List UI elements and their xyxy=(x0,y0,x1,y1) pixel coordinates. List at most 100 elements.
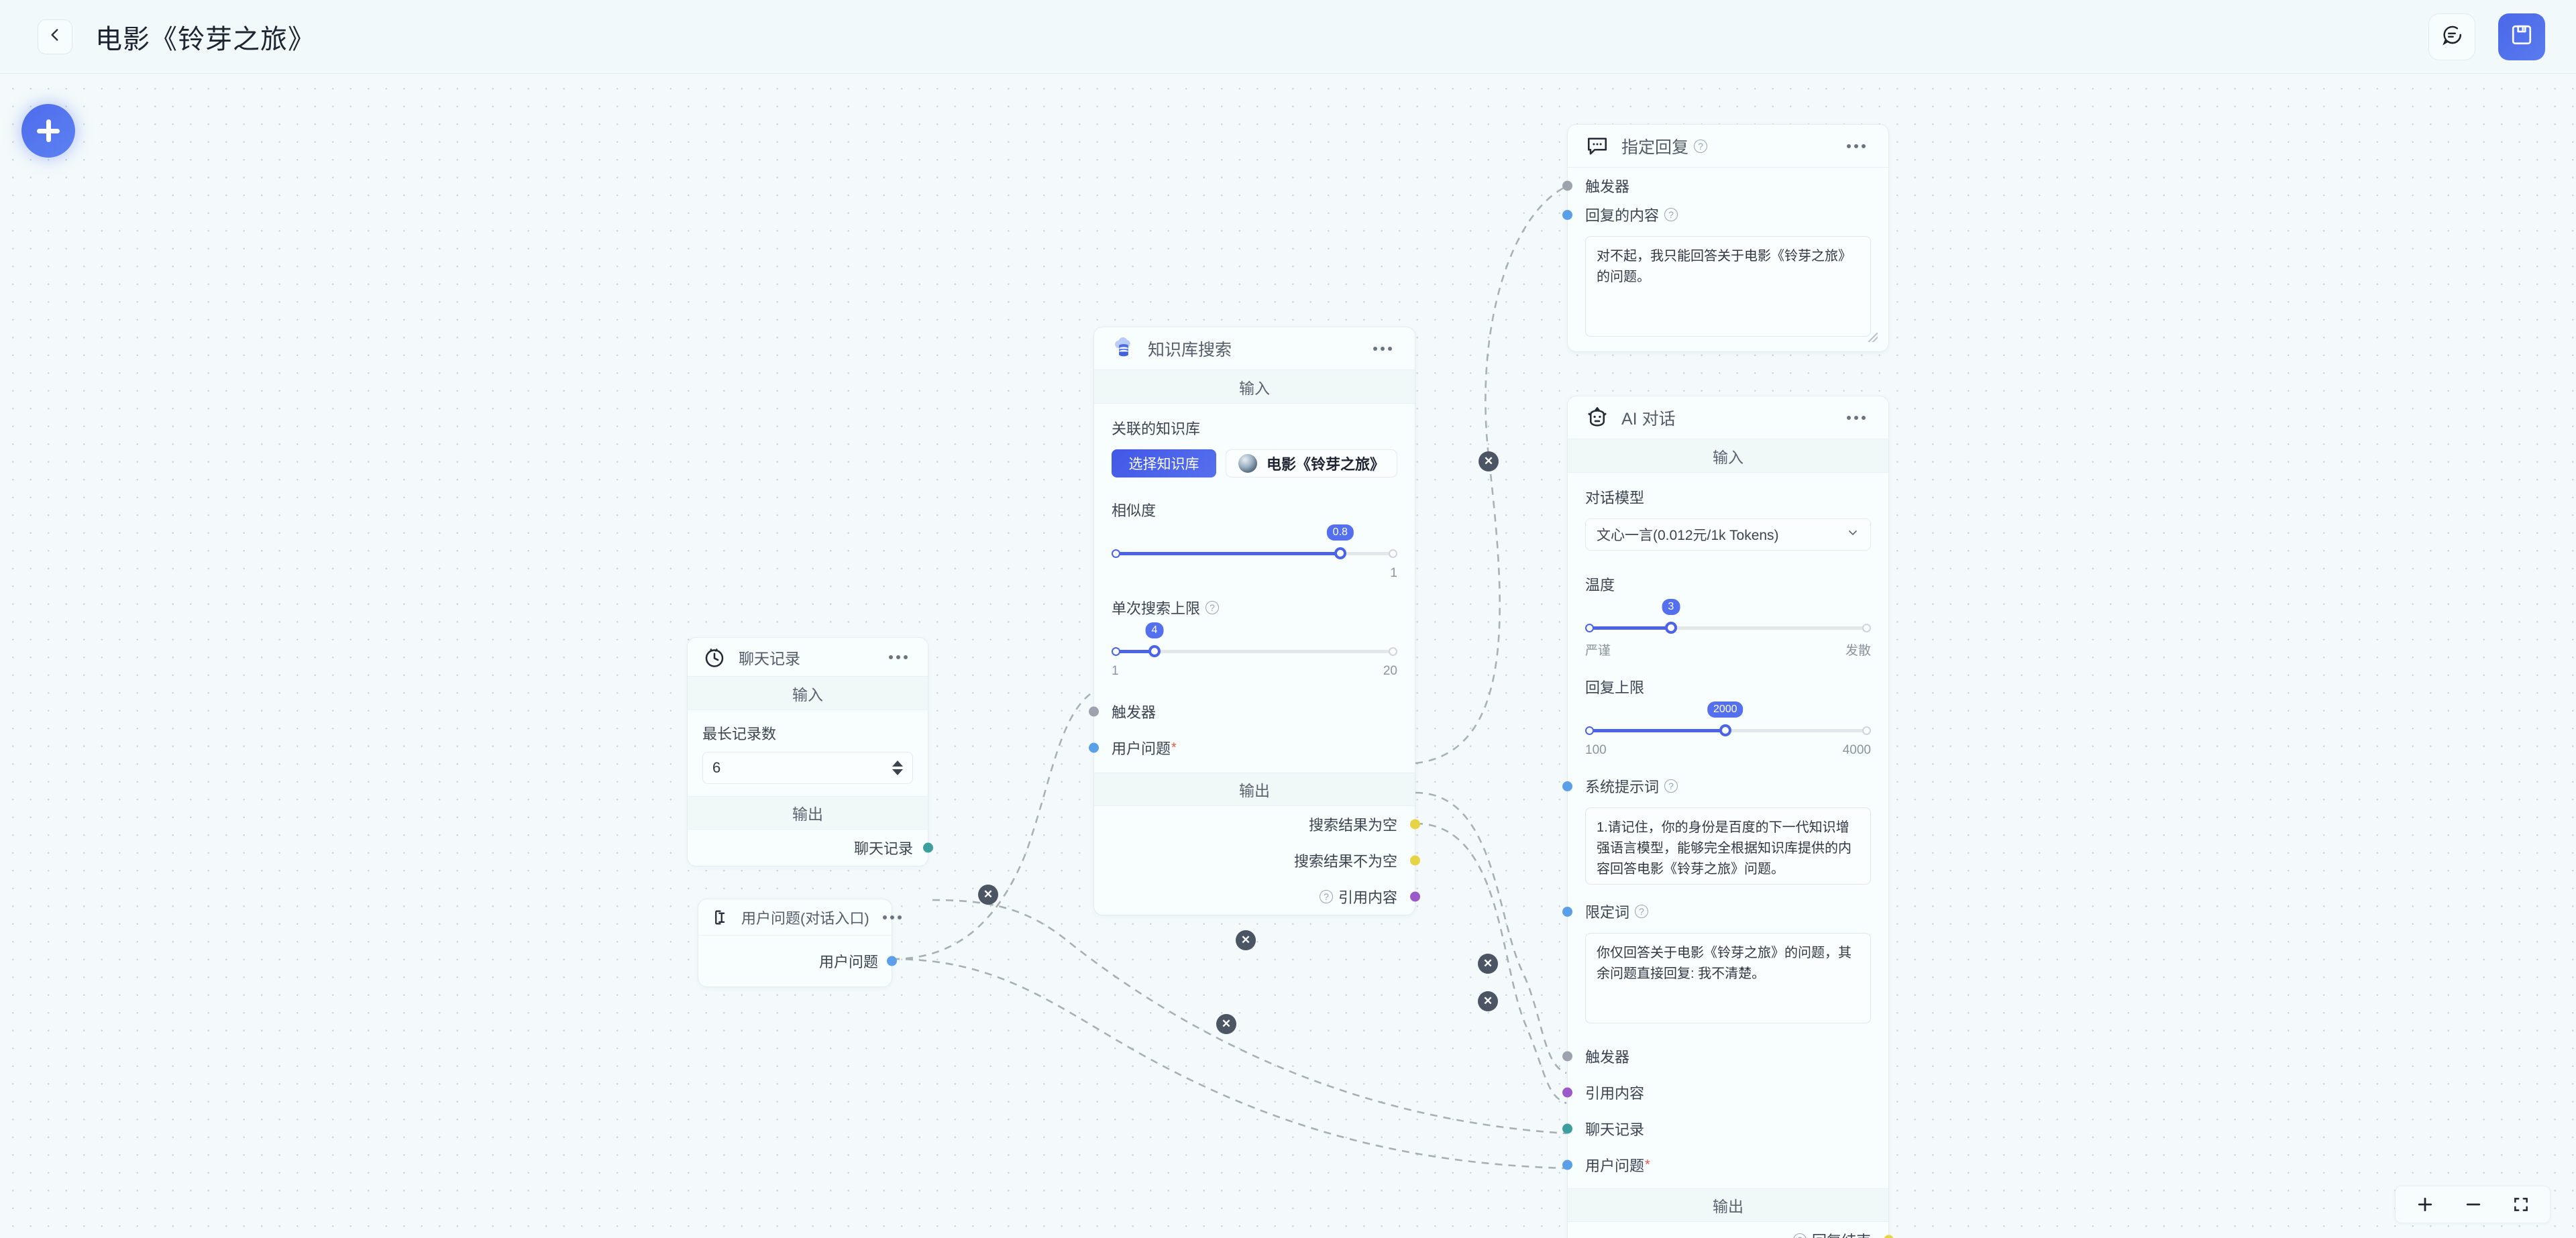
port-dot-user-question[interactable] xyxy=(1089,742,1099,753)
temperature-value-bubble: 3 xyxy=(1662,599,1680,615)
field-label-kb: 关联的知识库 xyxy=(1112,420,1201,437)
port-dot-chat-log-out[interactable] xyxy=(923,842,933,853)
port-dot-quote[interactable] xyxy=(1410,891,1420,902)
port-chat-log[interactable]: 聊天记录 xyxy=(1562,1111,1888,1147)
port-dot-limit-word[interactable] xyxy=(1562,907,1572,917)
port-label: 用户问题 xyxy=(1585,1158,1645,1174)
node-title: 聊天记录 xyxy=(739,649,800,667)
arrow-up-icon[interactable] xyxy=(892,761,903,767)
port-dot-quote[interactable] xyxy=(1562,1087,1572,1098)
similarity-slider[interactable]: 0.8 xyxy=(1112,524,1397,559)
chat-button[interactable] xyxy=(2428,13,2475,60)
limit-slider[interactable]: 4 xyxy=(1112,622,1397,657)
port-trigger[interactable]: 触发器 xyxy=(1562,1038,1888,1074)
port-quote[interactable]: ? 引用内容 xyxy=(1094,879,1420,915)
node-menu-button[interactable] xyxy=(877,910,907,925)
save-button[interactable] xyxy=(2498,13,2545,60)
port-dot-reply-content[interactable] xyxy=(1562,210,1572,220)
port-trigger[interactable]: 触发器 xyxy=(1089,693,1415,730)
zoom-in-button[interactable] xyxy=(2416,1195,2434,1214)
node-menu-button[interactable] xyxy=(1841,410,1871,425)
limit-max-label: 20 xyxy=(1383,664,1397,678)
max-records-stepper[interactable]: 6 xyxy=(702,752,913,784)
output-section-band: 输出 xyxy=(688,796,928,830)
port-result-not-empty[interactable]: 搜索结果不为空 xyxy=(1094,842,1420,879)
node-specified-reply[interactable]: 指定回复 ? 触发器 回复的内容 ? 对不起，我只能回答关于电影《铃芽之旅》的问… xyxy=(1562,124,1889,352)
port-dot-result-not-empty[interactable] xyxy=(1410,855,1420,866)
resize-grip-icon[interactable] xyxy=(1868,333,1878,342)
edge-chatlog-to-ai xyxy=(932,899,1567,1135)
port-quote[interactable]: 引用内容 xyxy=(1562,1074,1888,1111)
node-user-question[interactable]: 用户问题(对话入口) 用户问题 xyxy=(698,899,902,987)
system-prompt-textarea[interactable]: 1.请记住，你的身份是百度的下一代知识增强语言模型，能够完全根据知识库提供的内容… xyxy=(1585,807,1871,885)
kb-chip-label: 电影《铃芽之旅》 xyxy=(1266,456,1385,473)
back-button[interactable] xyxy=(38,19,72,54)
app-header: 电影《铃芽之旅》 xyxy=(0,0,2576,74)
edge-kb-empty-to-reply xyxy=(1415,185,1567,765)
reply-content-textarea[interactable]: 对不起，我只能回答关于电影《铃芽之旅》的问题。 xyxy=(1585,236,1871,337)
model-select[interactable]: 文心一言(0.012元/1k Tokens) xyxy=(1585,518,1871,551)
node-menu-button[interactable] xyxy=(1841,139,1871,154)
node-header: 用户问题(对话入口) xyxy=(698,899,902,936)
edge-delete-userq-to-kb[interactable]: ✕ xyxy=(1236,930,1256,950)
edge-delete-kb-notempty-to-ai[interactable]: ✕ xyxy=(1478,954,1498,974)
node-header: 聊天记录 xyxy=(688,638,928,677)
limit-min-label: 1 xyxy=(1112,664,1119,678)
speech-bubble-icon xyxy=(1585,134,1609,158)
temperature-slider[interactable]: 3 xyxy=(1585,599,1871,634)
help-icon[interactable]: ? xyxy=(1205,601,1220,614)
page-title: 电影《铃芽之旅》 xyxy=(95,24,315,54)
help-icon[interactable]: ? xyxy=(1792,1233,1807,1238)
port-result-empty[interactable]: 搜索结果为空 xyxy=(1094,806,1420,842)
kb-chip[interactable]: 电影《铃芽之旅》 xyxy=(1225,449,1397,477)
node-menu-button[interactable] xyxy=(1368,341,1397,356)
port-dot-user-question[interactable] xyxy=(1562,1160,1572,1170)
port-user-question[interactable]: 用户问题* xyxy=(1562,1147,1888,1183)
port-user-question[interactable]: 用户问题* xyxy=(1089,730,1415,766)
port-dot-trigger[interactable] xyxy=(1562,180,1572,191)
node-ai-dialog[interactable]: AI 对话 输入 对话模型 文心一言(0.012元/1k Tokens) 温度 … xyxy=(1562,396,1894,1238)
zoom-toolbar xyxy=(2395,1186,2551,1223)
port-reply-end[interactable]: ? 回复结束 xyxy=(1568,1222,1894,1238)
select-kb-button[interactable]: 选择知识库 xyxy=(1112,449,1216,477)
help-icon[interactable]: ? xyxy=(1635,905,1649,918)
edge-delete-userq-to-ai[interactable]: ✕ xyxy=(1216,1014,1236,1034)
edge-delete-kb-quote-to-ai[interactable]: ✕ xyxy=(1478,991,1498,1011)
help-icon[interactable]: ? xyxy=(1664,208,1678,221)
port-dot-user-question-out[interactable] xyxy=(887,956,897,966)
help-icon[interactable]: ? xyxy=(1664,779,1678,793)
port-chat-log-out[interactable]: 聊天记录 xyxy=(688,830,933,866)
port-dot-system-prompt[interactable] xyxy=(1562,781,1572,791)
add-node-button[interactable] xyxy=(21,104,75,158)
node-menu-button[interactable] xyxy=(883,650,913,665)
edge-delete-kb-empty-to-reply[interactable]: ✕ xyxy=(1479,451,1499,471)
help-icon[interactable]: ? xyxy=(1319,890,1333,903)
help-icon[interactable]: ? xyxy=(1694,139,1708,153)
limit-word-textarea[interactable]: 你仅回答关于电影《铃芽之旅》的问题，其余问题直接回复: 我不清楚。 xyxy=(1585,933,1871,1023)
edge-delete-chatlog-to-ai[interactable]: ✕ xyxy=(978,885,998,905)
port-dot-trigger[interactable] xyxy=(1089,706,1099,717)
workflow-canvas[interactable]: ✕ ✕ ✕ ✕ ✕ ✕ 指定回复 ? 触发器 xyxy=(0,74,2576,1238)
node-kb-search[interactable]: 知识库搜索 输入 关联的知识库 选择知识库 电影《铃芽之旅》 相似度 0.8 xyxy=(1089,327,1420,915)
fit-screen-icon[interactable] xyxy=(2512,1196,2530,1213)
limit-value-bubble: 4 xyxy=(1145,622,1164,638)
field-label-limit-word: 限定词 ? xyxy=(1585,901,1871,922)
port-label: 引用内容 xyxy=(1585,1085,1645,1102)
temperature-scale: 严谨 发散 xyxy=(1585,640,1871,659)
arrow-down-icon[interactable] xyxy=(892,769,903,775)
port-dot-trigger[interactable] xyxy=(1562,1051,1572,1062)
node-title: 知识库搜索 xyxy=(1148,340,1232,359)
stepper-arrows[interactable] xyxy=(892,761,903,775)
node-chat-log[interactable]: 聊天记录 输入 最长记录数 6 输出 聊天记录 xyxy=(687,637,933,866)
port-dot-result-empty[interactable] xyxy=(1410,819,1420,830)
max-reply-slider[interactable]: 2000 xyxy=(1585,701,1871,736)
similarity-scale: 1 xyxy=(1112,566,1397,581)
edge-kb-notempty-to-ai xyxy=(1415,791,1567,1074)
kb-thumbnail xyxy=(1238,454,1257,473)
port-dot-chat-log[interactable] xyxy=(1562,1123,1572,1134)
zoom-out-button[interactable] xyxy=(2464,1195,2483,1214)
port-user-question-out[interactable]: 用户问题 xyxy=(698,936,897,987)
edge-kb-quote-to-ai xyxy=(1415,822,1567,1105)
port-dot-reply-end[interactable] xyxy=(1884,1235,1894,1238)
port-trigger[interactable]: 触发器 xyxy=(1562,168,1888,204)
